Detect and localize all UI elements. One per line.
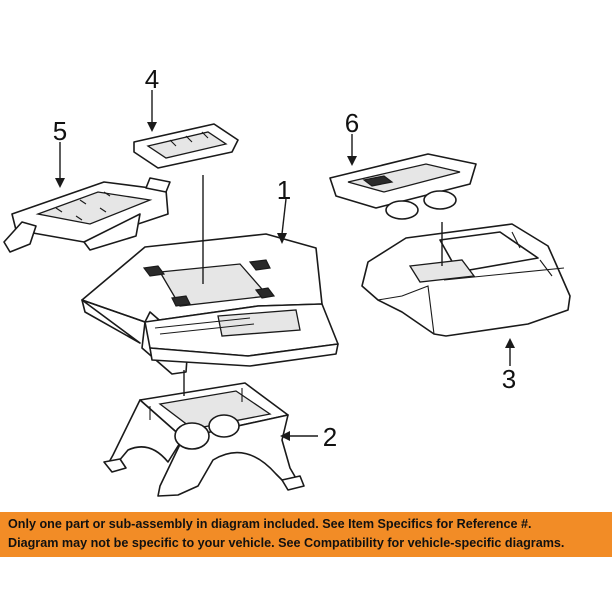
callout-6: 6 <box>345 108 359 138</box>
part-2-bracket <box>103 382 305 497</box>
part-1-console <box>81 233 339 375</box>
callout-5: 5 <box>53 116 67 146</box>
callout-3: 3 <box>502 364 516 394</box>
disclaimer-line-1: Only one part or sub-assembly in diagram… <box>8 517 532 531</box>
callout-1: 1 <box>277 175 291 205</box>
part-4-indicator-plate <box>133 123 239 169</box>
part-5-bezel <box>3 177 171 253</box>
disclaimer-banner: Only one part or sub-assembly in diagram… <box>0 512 612 557</box>
callout-4: 4 <box>145 64 159 94</box>
part-3-rear-console <box>361 223 571 337</box>
part-6-shift-bezel <box>329 153 477 220</box>
disclaimer-line-2: Diagram may not be specific to your vehi… <box>8 536 565 550</box>
callout-2: 2 <box>323 422 337 452</box>
parts-diagram: 1 2 3 4 5 6 <box>3 64 571 497</box>
